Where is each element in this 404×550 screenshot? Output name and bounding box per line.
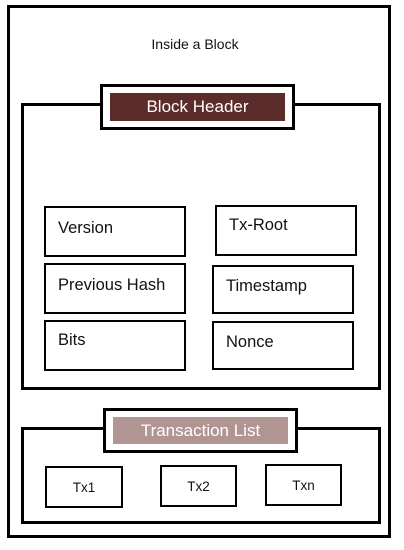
transaction-item-tx1: Tx1 xyxy=(45,466,123,508)
field-version: Version xyxy=(44,206,186,257)
field-nonce: Nonce xyxy=(212,321,354,370)
block-header-banner: Block Header xyxy=(100,84,295,130)
field-tx-root: Tx-Root xyxy=(215,205,357,256)
field-timestamp: Timestamp xyxy=(212,265,354,314)
transaction-list-banner: Transaction List xyxy=(103,408,298,453)
diagram-title: Inside a Block xyxy=(151,36,239,52)
block-header-label: Block Header xyxy=(110,93,285,121)
transaction-item-txn: Txn xyxy=(265,464,342,506)
field-previous-hash: Previous Hash xyxy=(44,263,186,314)
field-bits: Bits xyxy=(44,320,186,371)
block-container xyxy=(7,5,391,538)
transaction-item-tx2: Tx2 xyxy=(160,465,237,507)
transaction-list-label: Transaction List xyxy=(113,417,288,444)
